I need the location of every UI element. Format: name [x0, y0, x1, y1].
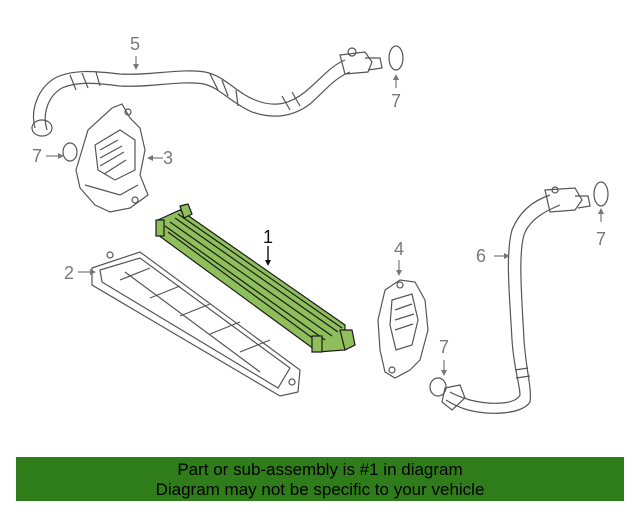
callout-3: 3 [163, 148, 174, 168]
banner-line-2: Diagram may not be specific to your vehi… [155, 480, 485, 499]
part-5-upper-hose[interactable] [31, 47, 383, 137]
part-4-right-bracket[interactable] [377, 279, 429, 379]
callout-7-bottom: 7 [439, 337, 450, 357]
callout-2: 2 [64, 263, 75, 283]
part-7-oring-right[interactable] [593, 181, 609, 207]
banner-line-1: Part or sub-assembly is #1 in diagram [177, 460, 463, 479]
part-2-duct-tray[interactable] [91, 251, 301, 397]
callout-5: 5 [130, 34, 141, 54]
callout-7-right: 7 [596, 229, 607, 249]
part-3-left-bracket[interactable] [75, 103, 149, 213]
part-7-oring-top[interactable] [388, 45, 404, 71]
callout-4: 4 [394, 239, 405, 259]
part-7-oring-left[interactable] [62, 142, 78, 162]
parts-diagram [31, 45, 609, 414]
info-banner: Part or sub-assembly is #1 in diagram Di… [16, 457, 624, 501]
callout-6: 6 [476, 246, 487, 266]
part-6-lower-hose[interactable] [441, 186, 591, 414]
callout-1: 1 [263, 227, 274, 247]
part-7-oring-bottom[interactable] [429, 377, 447, 397]
callout-7-left: 7 [32, 146, 43, 166]
part-1-intercooler[interactable] [155, 203, 356, 353]
callout-7-top: 7 [391, 91, 402, 111]
